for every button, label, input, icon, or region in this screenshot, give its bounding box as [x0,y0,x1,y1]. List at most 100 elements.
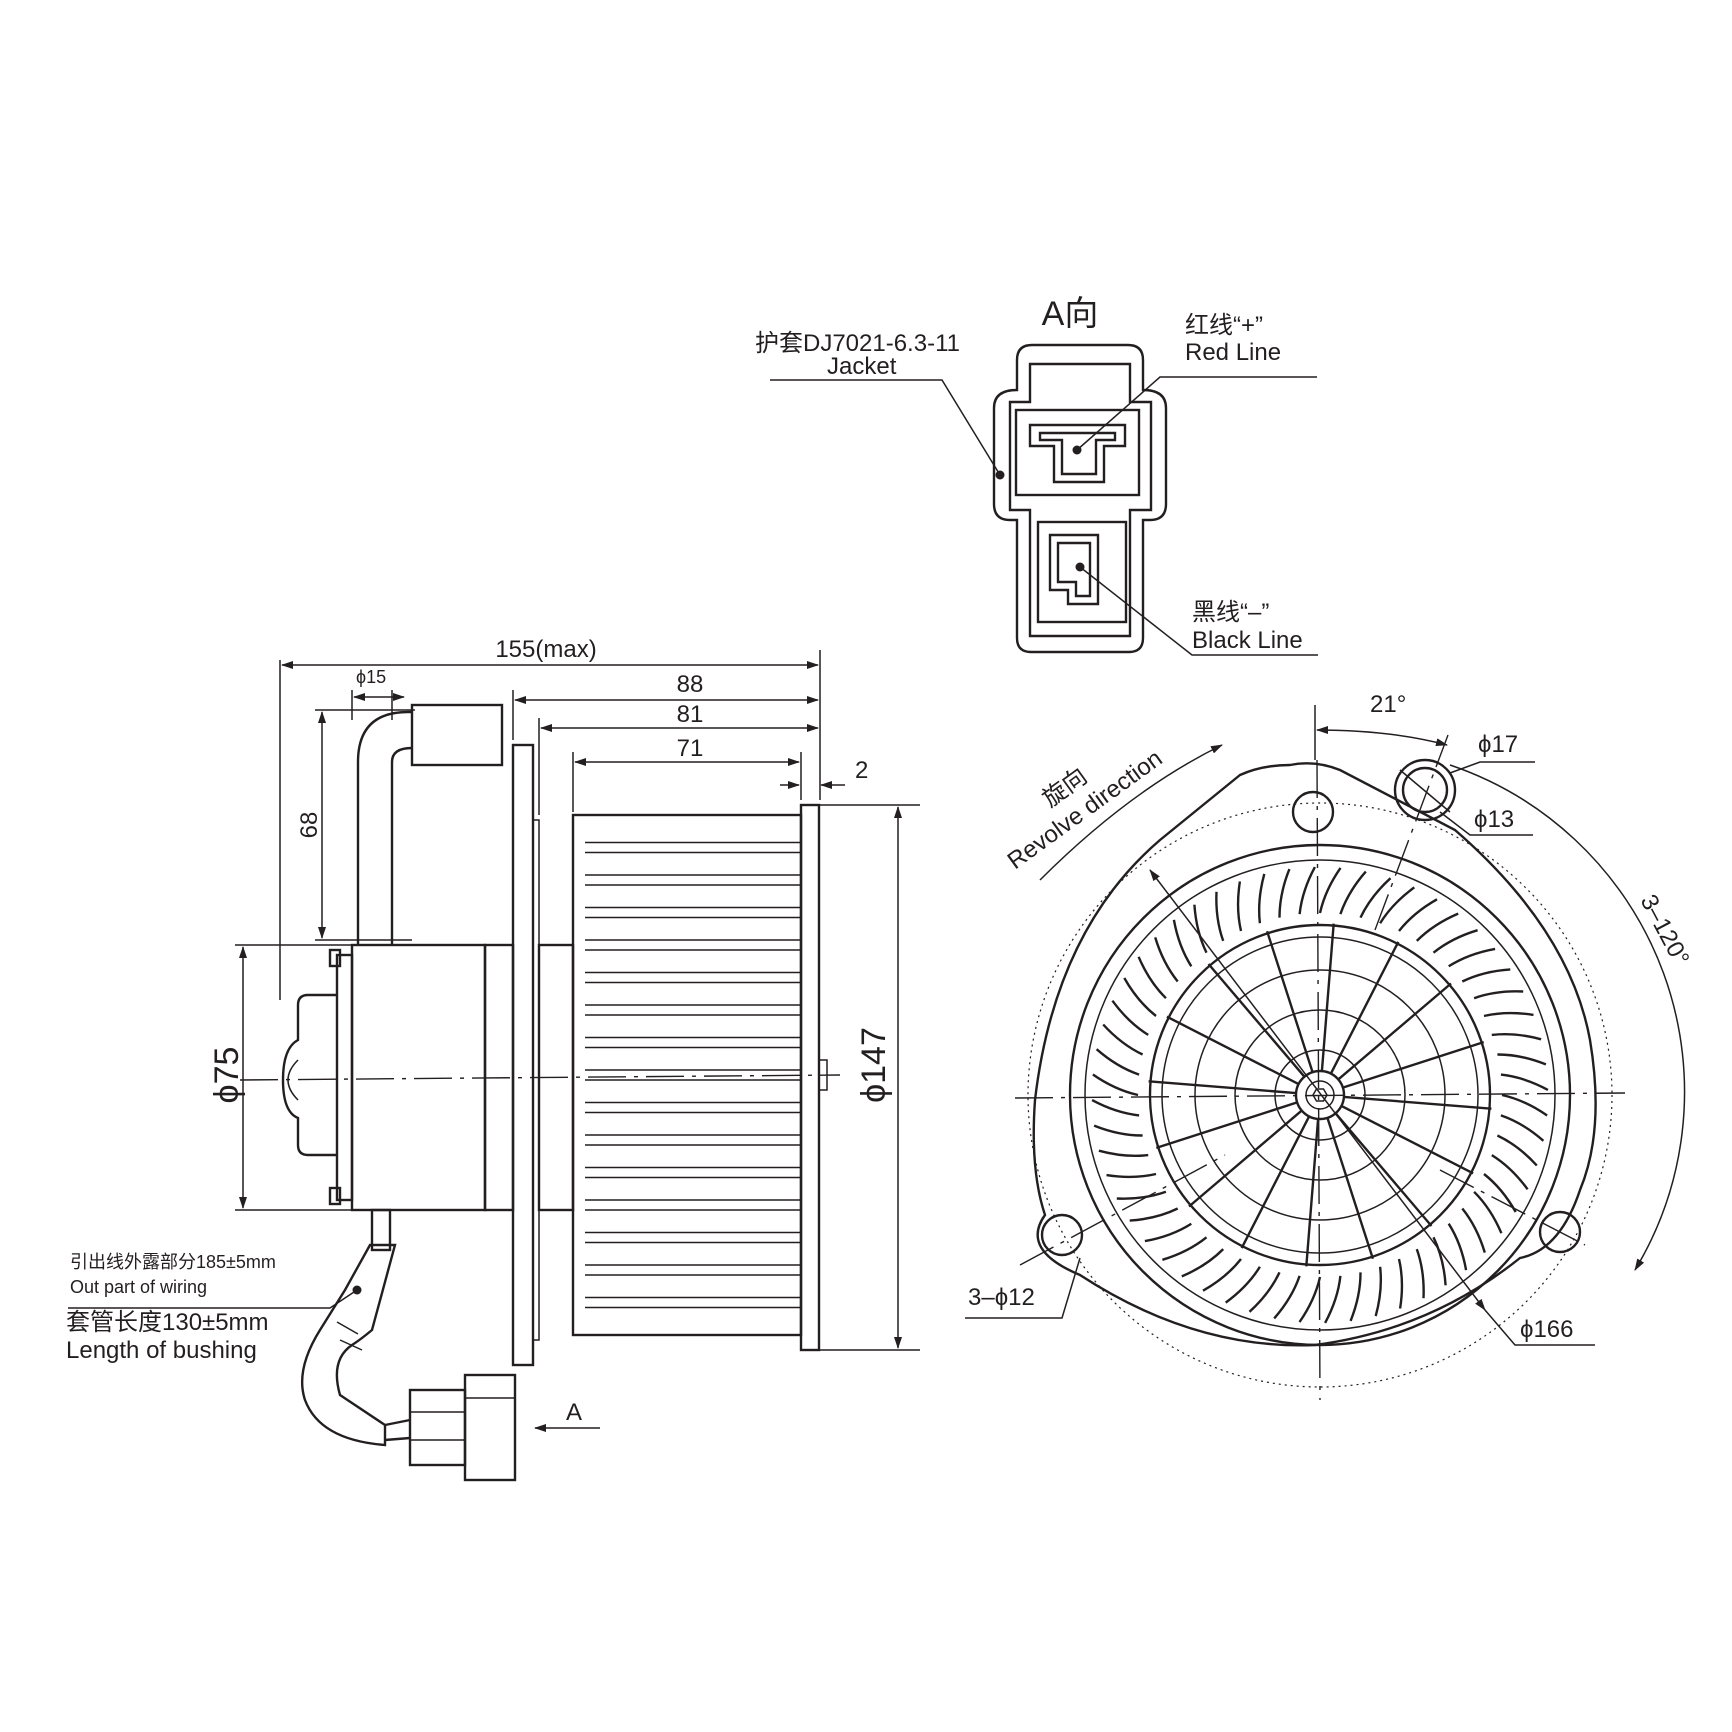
red-terminal-pocket [1014,408,1141,497]
plug-head [463,1373,517,1482]
connector-inner-housing [1008,362,1153,638]
blade-slot [1123,977,1157,1017]
cable-exit-tube [356,710,413,945]
phi17-text: ϕ17 [1478,731,1518,758]
phi17-leader [1449,761,1535,774]
blade-slot [1162,1236,1208,1261]
blade-slot [1447,1223,1468,1271]
end-cap-plate [335,953,354,1202]
blade-slot [1483,1011,1534,1018]
black-terminal-blade-inner [1056,541,1092,598]
bushing-crack-2 [339,1339,363,1351]
mount-hole-top [1291,790,1335,834]
blade-slot [1224,1266,1261,1304]
blade-slot [1091,1099,1140,1117]
bushing-crack-1 [336,1321,359,1335]
blade-slot [1092,1073,1139,1097]
blade-slot [1102,1023,1144,1056]
grill-spoke [1329,941,1400,1075]
mount-hole-right [1538,1210,1582,1254]
blade-slot [1248,1271,1281,1313]
blade-slot [1415,1248,1425,1299]
grill-spoke [1305,1118,1320,1267]
blade-slot [1257,873,1266,924]
mounting-plate [511,743,535,1367]
wheel-end-ring [799,803,821,1352]
grill-spoke [1337,982,1452,1081]
phi166-diameter-line [1149,869,1486,1311]
dim-68-text: 68 [296,812,323,839]
top-connector [410,703,504,767]
blade-slot [1129,1207,1179,1222]
blade-slot [1318,867,1342,914]
blade-slot [1093,1124,1143,1137]
end-screw-bottom [328,1186,342,1206]
grill-spoke [1240,1115,1311,1249]
blade-slot [1461,1207,1486,1253]
blade-slot [1500,1114,1545,1142]
blade-slot [1273,1275,1301,1320]
blade-slot [1473,1190,1503,1234]
grill-spoke [1207,963,1306,1078]
end-screw-top [328,948,342,968]
red-terminal-blade-inner [1038,431,1117,476]
blade-slot [1181,1248,1225,1278]
blade-slot [1432,929,1478,954]
blade-slot [1349,1272,1362,1322]
grill-spoke [1265,930,1314,1073]
blade-slot [1144,1222,1192,1243]
wiring-leader [68,1289,358,1309]
connector-view-a: A向 护套DJ7021-6.3-11 Jacket 红线“+” Red Line… [755,295,1318,656]
blade-slot [1359,877,1392,919]
holes-3x12-text: 3–ϕ12 [968,1284,1035,1311]
mount-hole-right-centerline [1439,1169,1586,1246]
phi13-text: ϕ13 [1474,806,1514,833]
bushing-label-en: Length of bushing [66,1337,257,1364]
front-centerline-v [1316,759,1321,1401]
blade-slot [1111,999,1149,1036]
angle-120-arc [1449,764,1686,1271]
revolve-direction-arrow [1039,744,1223,881]
blade-slot [1278,868,1291,918]
wiring-label-cn: 引出线外露部分185±5mm [70,1252,276,1272]
blade-slot [1172,919,1193,967]
motor-body [350,943,487,1212]
blade-slot [1154,937,1179,983]
blade-slot [1215,891,1225,942]
phi166-dotted-circle [1027,802,1613,1388]
grill-spoke [1342,1040,1485,1089]
phi166-leader [1484,1309,1595,1346]
blade-slot [1202,1258,1242,1292]
grill-spoke [1320,923,1335,1072]
blade-slot [1339,870,1367,915]
dim-phi15-text: ϕ15 [356,667,386,687]
black-terminal-blade [1048,533,1100,606]
dim-phi75-text: ϕ75 [208,1047,246,1104]
blade-slot [1106,1172,1157,1179]
blade-slot [1501,1093,1548,1117]
view-a-title: A向 [1042,295,1099,333]
blade-slot [1491,1154,1529,1191]
blade-slot [1098,1149,1149,1158]
jacket-leader [770,379,1001,476]
bushing-label-cn: 套管长度130±5mm [66,1309,269,1336]
blade-slot [1497,1053,1547,1066]
dim-155-text: 155(max) [495,636,596,663]
jacket-label-cn: 护套DJ7021-6.3-11 [755,330,960,357]
blade-slot [1491,1032,1542,1041]
phi166-text: ϕ166 [1520,1316,1573,1343]
dim-71-text: 71 [677,735,704,762]
connector-housing [992,343,1168,654]
jacket-label-en: Jacket [827,353,897,380]
wiring-label-en: Out part of wiring [70,1277,207,1297]
motor-side-view: A 引出线外露部分185±5mm Out part of wiring 套管长度… [66,636,920,1482]
grill-spoke [1334,1112,1433,1227]
grill-spoke [1148,1080,1297,1095]
blower-wheel-fins [585,841,801,1309]
bushing-sleeve [301,1243,397,1447]
grill-spoke [1166,1015,1300,1086]
dim-2-text: 2 [855,757,868,784]
blade-slot [1461,968,1511,983]
blade-slot [1496,1134,1538,1167]
